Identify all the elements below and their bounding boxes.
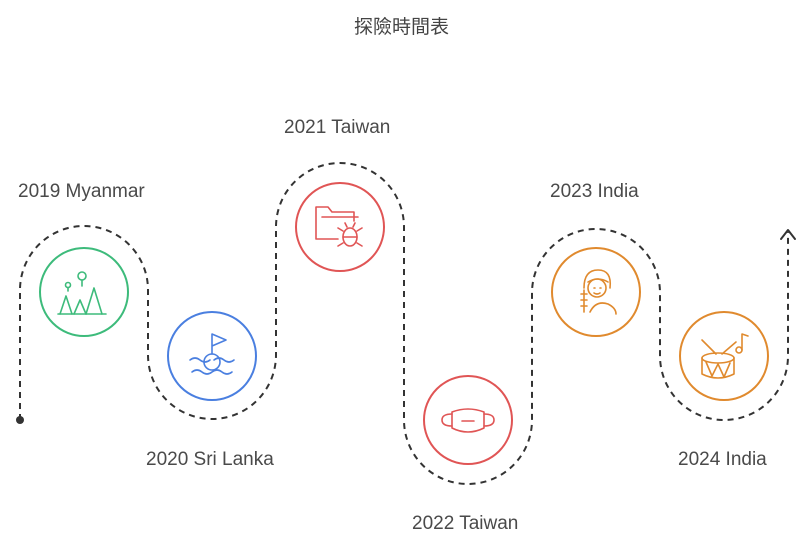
timeline-arrow-icon: [780, 229, 796, 240]
folder-bug-icon: [315, 206, 363, 247]
milestone-label-3: 2021 Taiwan: [284, 117, 391, 138]
milestone-label-6: 2024 India: [678, 449, 767, 470]
mountains-balloon-icon: [57, 271, 107, 315]
page-title: 探險時間表: [353, 16, 449, 38]
milestone-label-4: 2022 Taiwan: [412, 513, 519, 534]
buoy-flag-icon: [189, 333, 235, 375]
milestone-node-3: [295, 182, 385, 272]
milestone-label-2: 2020 Sri Lanka: [146, 449, 274, 470]
milestone-node-4: [423, 375, 513, 465]
milestone-label-5: 2023 India: [550, 181, 639, 202]
braided-girl-icon: [580, 269, 617, 315]
timeline-start-dot: [16, 416, 24, 424]
milestone-node-1: [39, 247, 129, 337]
milestone-node-5: [551, 247, 641, 337]
milestone-node-2: [167, 311, 257, 401]
drum-music-icon: [701, 333, 749, 379]
milestone-node-6: [679, 311, 769, 401]
timeline-path: [19, 162, 789, 485]
milestone-label-1: 2019 Myanmar: [18, 181, 145, 202]
face-mask-icon: [441, 408, 495, 433]
